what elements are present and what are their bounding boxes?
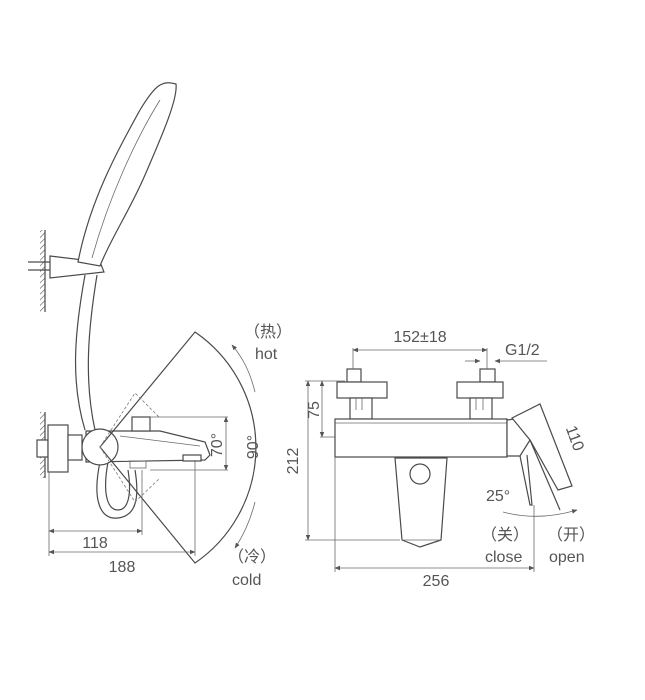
hot-en-label: hot <box>255 346 278 363</box>
inlet-right <box>456 368 504 420</box>
dim-212-label: 212 <box>285 448 302 475</box>
angle-90-label: 90° <box>245 435 262 459</box>
open-cn-label: （开） <box>547 526 595 544</box>
lever-open <box>511 403 573 491</box>
spout-front <box>394 457 448 548</box>
dim-256-label: 256 <box>423 573 450 590</box>
close-en-label: close <box>485 549 522 566</box>
hot-cn-label: （热） <box>244 323 292 341</box>
open-arrow <box>502 509 578 517</box>
angle-25-label: 25° <box>486 488 510 505</box>
cold-en-label: cold <box>232 572 261 589</box>
cold-arrow <box>234 501 256 549</box>
wall-upper <box>40 230 45 312</box>
inlet-left <box>336 368 388 420</box>
hand-shower <box>77 82 177 267</box>
thread-label: G1/2 <box>505 342 540 359</box>
rotation-sector <box>99 331 257 564</box>
open-en-label: open <box>549 549 585 566</box>
angle-70-label: 70° <box>209 433 226 457</box>
close-cn-label: （关） <box>481 526 529 544</box>
dim-118-label: 118 <box>82 535 108 552</box>
dim-75-label: 75 <box>306 401 323 419</box>
dim-110-label: 110 <box>562 424 587 454</box>
dim-152-label: 152±18 <box>393 329 446 346</box>
side-view: 70° 90° （热） hot （冷） cold 118 188 <box>28 82 292 589</box>
dim-188-label: 188 <box>109 559 136 576</box>
hot-arrow <box>231 344 256 393</box>
hose <box>74 274 86 431</box>
front-view: 212 75 152±18 G1/2 <box>285 329 595 590</box>
mixer-body <box>334 418 508 458</box>
cold-cn-label: （冷） <box>228 548 276 566</box>
